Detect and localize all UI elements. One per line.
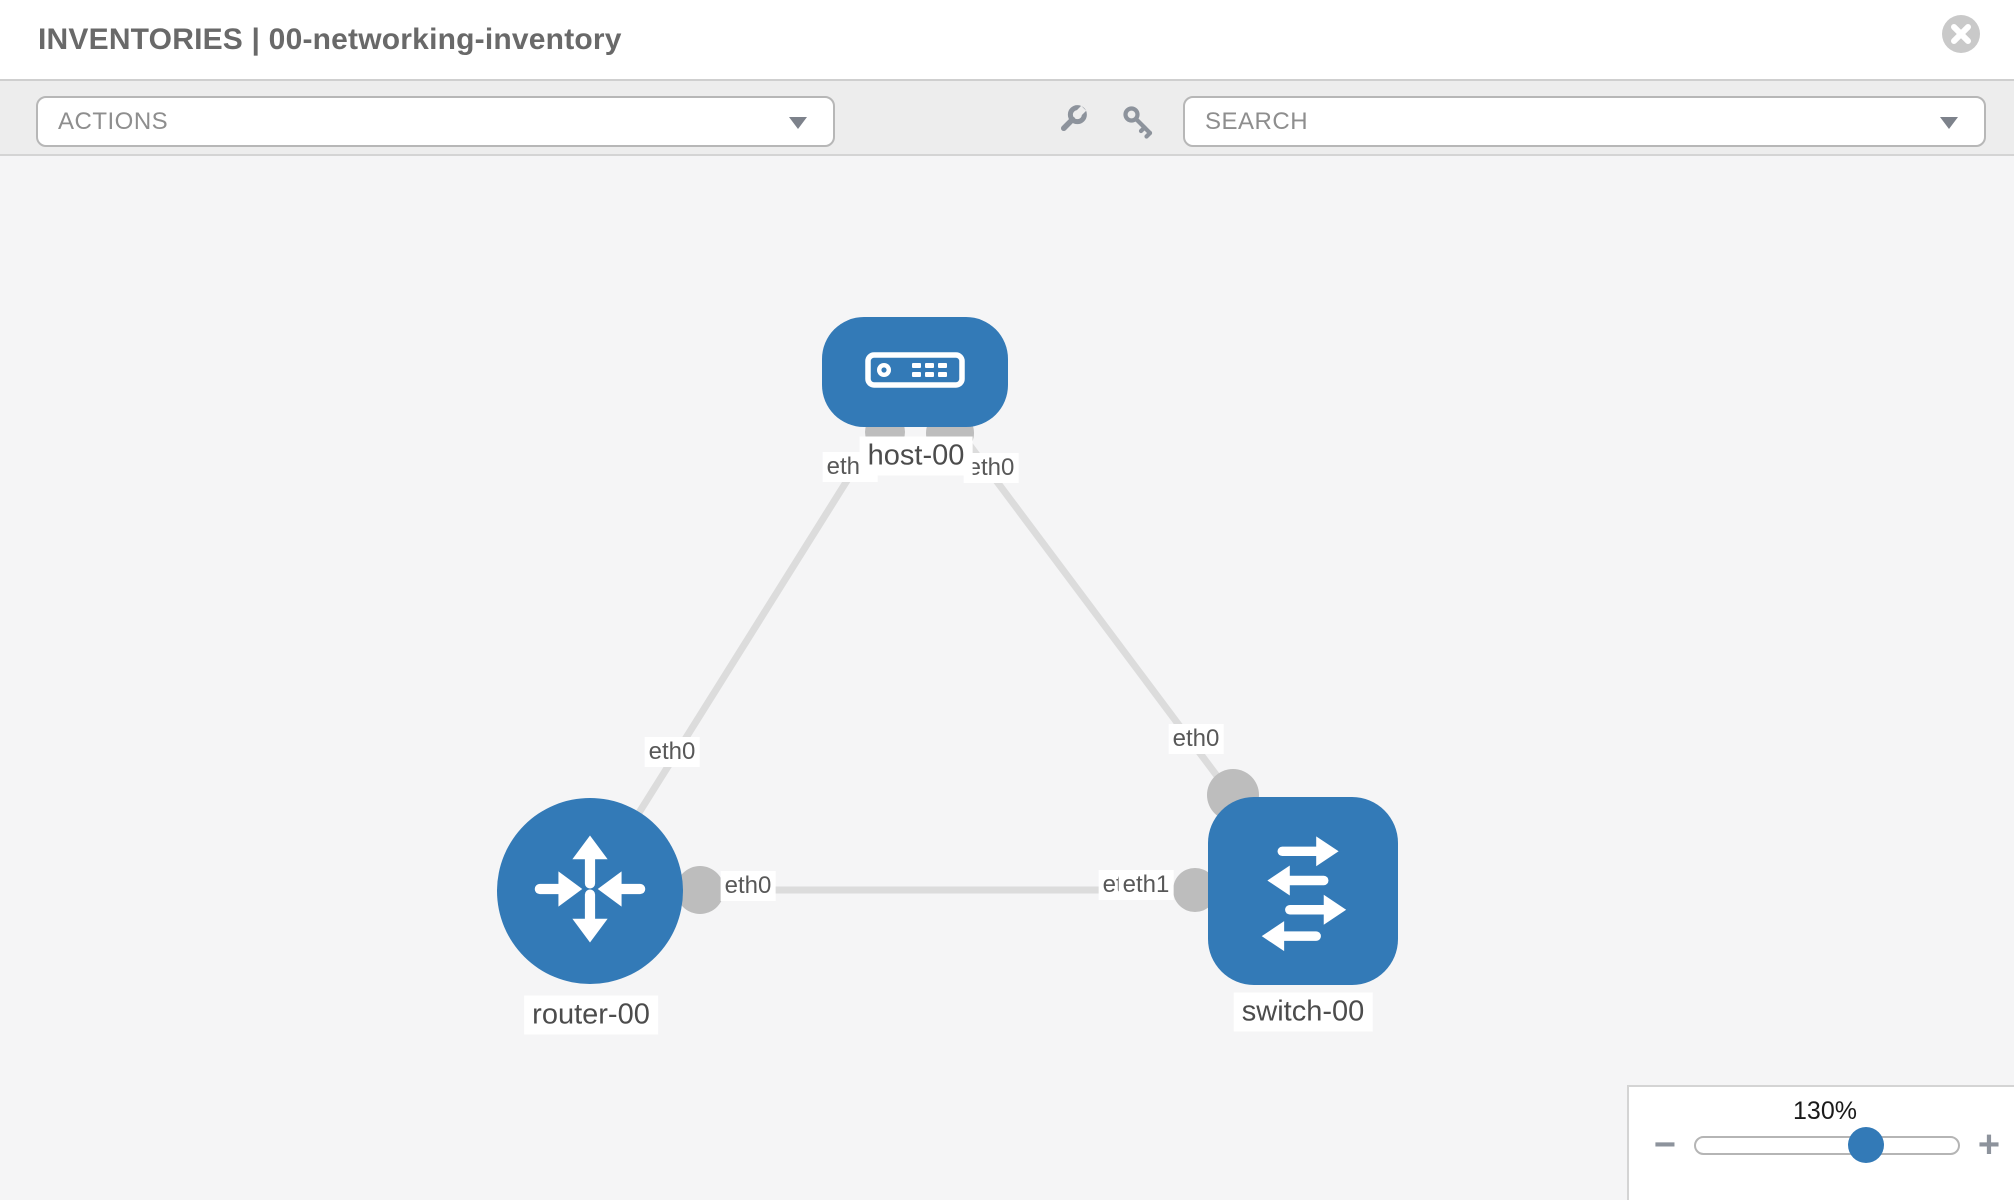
zoom-slider-track[interactable] [1694, 1136, 1960, 1155]
iface-label: eth1 [1118, 870, 1174, 900]
node-switch-00[interactable] [1208, 797, 1398, 985]
key-icon [1120, 103, 1156, 142]
iface-label: eth0 [720, 871, 776, 901]
wrench-icon [1053, 103, 1089, 142]
interface-dot [676, 866, 724, 914]
page-title: INVENTORIES | 00-networking-inventory [38, 22, 622, 56]
links-layer [587, 369, 1306, 914]
close-button[interactable] [1941, 14, 1981, 54]
caret-down-icon [1940, 116, 1958, 129]
search-dropdown[interactable]: SEARCH [1183, 96, 1986, 147]
topology-canvas[interactable]: eth0 eth0 eth0 eth0 eth0 eth0 eth1 host-… [0, 156, 2014, 1200]
node-label-host-00: host-00 [859, 436, 973, 476]
key-button[interactable] [1116, 102, 1160, 142]
node-router-00[interactable] [497, 798, 683, 984]
zoom-level-value: 130% [1793, 1097, 1857, 1125]
node-host-00[interactable] [822, 317, 1008, 427]
zoom-out-button[interactable]: − [1645, 1125, 1685, 1165]
iface-label: eth0 [963, 453, 1019, 483]
switch-icon [1237, 823, 1369, 960]
close-icon [1941, 15, 1981, 57]
toolbar: ACTIONS [0, 79, 2014, 156]
node-label-switch-00: switch-00 [1233, 992, 1373, 1032]
interface-dot [1173, 868, 1217, 912]
iface-label: eth0 [1168, 724, 1224, 754]
node-label-router-00: router-00 [524, 995, 658, 1035]
router-icon [525, 824, 655, 959]
host-icon [865, 351, 965, 393]
iface-label: eth0 [644, 737, 700, 767]
wrench-button[interactable] [1049, 102, 1093, 142]
header: INVENTORIES | 00-networking-inventory [0, 0, 2014, 79]
actions-dropdown-label: ACTIONS [58, 107, 169, 135]
actions-dropdown[interactable]: ACTIONS [36, 96, 835, 147]
caret-down-icon [789, 116, 807, 129]
search-dropdown-label: SEARCH [1205, 107, 1309, 135]
zoom-slider-handle[interactable] [1848, 1127, 1884, 1163]
zoom-control-panel: 130% − + [1627, 1085, 2014, 1200]
zoom-in-button[interactable]: + [1969, 1125, 2009, 1165]
